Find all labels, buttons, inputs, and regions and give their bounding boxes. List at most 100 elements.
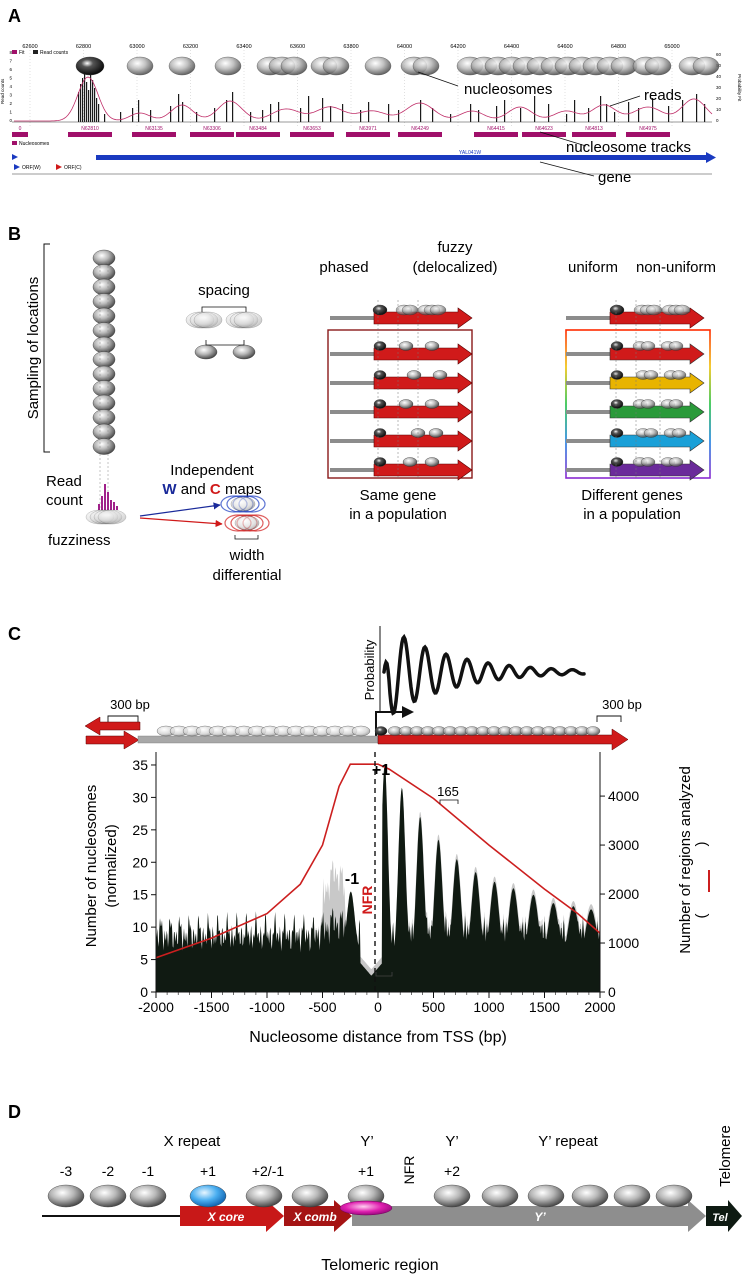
left-axis-title: Read counts (0, 78, 5, 104)
read-bar (262, 110, 264, 122)
read-bar (98, 104, 100, 122)
orf-w-label: ORF(W) (22, 165, 41, 171)
telomeric-nucleosome (47, 1184, 85, 1208)
non-uniform-nucleosome (668, 457, 684, 467)
read-bar (226, 100, 228, 122)
pink-complex (339, 1200, 393, 1216)
callout-nucleosomes-line (417, 71, 459, 87)
callout-gene: gene (598, 169, 631, 186)
stacked-nucleosome (92, 351, 116, 368)
nucleosome (322, 56, 350, 76)
right-tick-label: 30 (716, 85, 722, 90)
track-label: N63653 (303, 126, 321, 132)
different-genes-group (565, 300, 711, 481)
x-core-label: X core (207, 1210, 245, 1224)
y-tick-label: 20 (132, 854, 148, 870)
spacing-165-label: 165 (437, 784, 459, 799)
right-tick-label: 40 (716, 74, 722, 79)
x-tick-label: 1500 (529, 999, 560, 1015)
width-label-1: width (228, 547, 264, 564)
read-bar (600, 96, 602, 122)
read-bar (300, 108, 302, 122)
gene-arrow (609, 343, 705, 365)
c-arrow (139, 517, 223, 528)
spacing-nucleosome (193, 311, 223, 329)
reverse-gene-arrow (84, 716, 141, 736)
telomeric-nucleosome (613, 1184, 651, 1208)
same-gene-label-1: Same gene (360, 487, 437, 504)
spacing-label: spacing (198, 282, 250, 299)
coordinate-label: 63600 (290, 44, 305, 50)
read-bar (278, 102, 280, 122)
uniform-nucleosome (609, 304, 625, 316)
telomeric-nucleosome (655, 1184, 693, 1208)
read-bar (196, 112, 198, 122)
stacked-nucleosome (92, 264, 116, 281)
independent-label: Independent (170, 462, 254, 479)
right-tick-label: 10 (716, 107, 722, 112)
intergenic-dna (330, 410, 376, 414)
intergenic-dna (566, 352, 612, 356)
intergenic-dna (330, 468, 376, 472)
stacked-nucleosome (92, 394, 116, 412)
x-tick-label: 500 (422, 999, 446, 1015)
read-bar (432, 108, 434, 122)
intergenic-dna (566, 381, 612, 385)
read-bar (170, 106, 172, 122)
nucleosome (214, 56, 242, 76)
spacing-165-bracket (439, 799, 459, 804)
read-bar (398, 110, 400, 122)
nucleosome (280, 56, 308, 76)
y-tick-label: 30 (132, 789, 148, 805)
uniform-label: uniform (568, 259, 618, 276)
gene-arrow (96, 155, 708, 160)
track-label: N64415 (487, 126, 505, 132)
read-bar (704, 104, 706, 122)
read-bar (420, 100, 422, 122)
intergenic-dna (330, 352, 376, 356)
blue-nucleosome (189, 1184, 227, 1208)
coordinate-label: 64600 (557, 44, 572, 50)
panel-label-c: C (8, 624, 21, 644)
y2-tick-label: 3000 (608, 837, 639, 853)
fuzzy-nucleosome (398, 399, 414, 409)
track-label: N64813 (585, 126, 603, 132)
nfr-bracket (375, 972, 393, 977)
same-gene-label-2: in a population (349, 506, 447, 523)
read-bar (182, 102, 184, 122)
x-comb-label: X comb (292, 1210, 336, 1224)
spacing-nucleosomes (185, 311, 263, 360)
read-count-bars (78, 72, 706, 122)
stacked-nucleosome (92, 438, 116, 455)
read-bar (614, 112, 616, 122)
telomeric-nucleosome (89, 1184, 127, 1208)
wc-map-nucleosomes (220, 495, 270, 532)
read-bar (250, 112, 252, 122)
fuzziness-ellipses (85, 509, 127, 525)
read-bar (90, 74, 92, 122)
telomeric-nucleosome (481, 1184, 519, 1208)
spacing-nucleosome (232, 344, 256, 360)
nucleosome-track (68, 132, 112, 137)
coordinate-label: 62800 (76, 44, 91, 50)
read-count-histogram (98, 484, 118, 510)
read-bar (566, 114, 568, 122)
intergenic-dna (566, 439, 612, 443)
callout-nucleosomes: nucleosomes (464, 81, 552, 98)
coordinate-label: 64400 (504, 44, 519, 50)
y2-tick-label: 1000 (608, 935, 639, 951)
nfr-d-label: NFR (401, 1156, 417, 1185)
minus1-label: -1 (345, 871, 359, 888)
fuzzy-nucleosome (401, 304, 419, 316)
read-bar (330, 106, 332, 122)
read-bar (94, 88, 96, 122)
read-bar (548, 104, 550, 122)
c-map-nucleosome (234, 515, 260, 531)
fuzzy-nucleosome (432, 370, 448, 380)
nucleosome (412, 56, 440, 76)
read-bar (360, 110, 362, 122)
